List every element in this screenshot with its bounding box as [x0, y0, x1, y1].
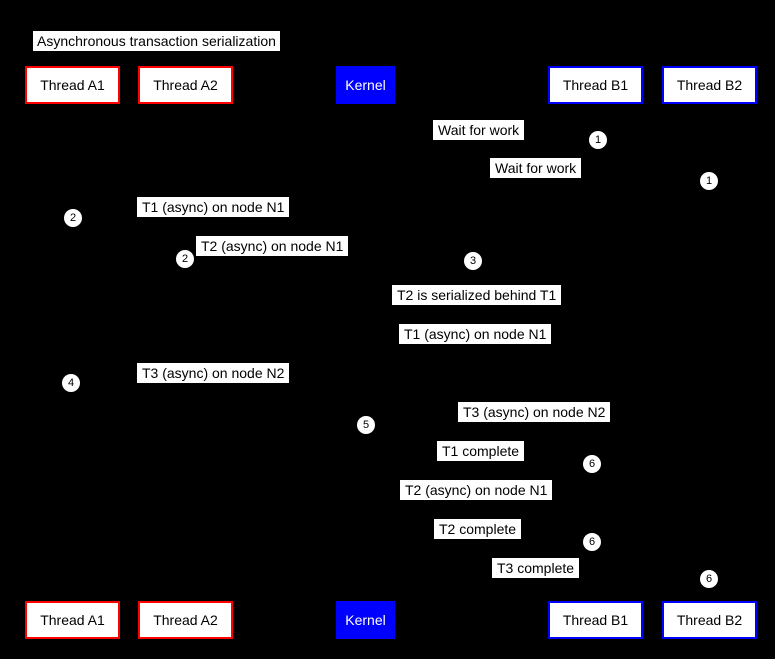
- participant-kernel-bottom: Kernel: [336, 601, 395, 639]
- step-marker-4: 4: [62, 374, 80, 392]
- step-marker-3: 3: [464, 252, 482, 270]
- participant-thread-a1-bottom: Thread A1: [25, 601, 120, 639]
- message-wait-for-work-b1: Wait for work: [433, 120, 525, 140]
- step-marker-6-t2: 6: [583, 533, 601, 551]
- participant-thread-b1-bottom: Thread B1: [548, 601, 643, 639]
- message-t3-async-node-n2-kernel: T3 (async) on node N2: [458, 402, 611, 422]
- step-marker-6-t1: 6: [583, 455, 601, 473]
- message-t2-async-node-n1: T2 (async) on node N1: [196, 236, 349, 256]
- message-t2-complete: T2 complete: [434, 519, 522, 539]
- participant-thread-a2-bottom: Thread A2: [138, 601, 233, 639]
- message-t2-serialized-behind-t1: T2 is serialized behind T1: [392, 285, 562, 305]
- step-marker-2-thread-a2: 2: [176, 250, 194, 268]
- participant-thread-a2-top: Thread A2: [138, 66, 233, 104]
- message-t2-async-node-n1-kernel: T2 (async) on node N1: [400, 480, 553, 500]
- step-marker-1-thread-b2: 1: [700, 172, 718, 190]
- participant-thread-b2-bottom: Thread B2: [662, 601, 757, 639]
- step-marker-1-thread-b1: 1: [589, 131, 607, 149]
- message-t3-async-node-n2: T3 (async) on node N2: [137, 363, 290, 383]
- participant-thread-a1-top: Thread A1: [25, 66, 120, 104]
- message-t1-async-node-n1: T1 (async) on node N1: [137, 197, 290, 217]
- message-t3-complete: T3 complete: [492, 558, 580, 578]
- diagram-title: Asynchronous transaction serialization: [33, 31, 280, 51]
- participant-thread-b1-top: Thread B1: [548, 66, 643, 104]
- step-marker-2-thread-a1: 2: [64, 209, 82, 227]
- participant-thread-b2-top: Thread B2: [662, 66, 757, 104]
- message-t1-async-node-n1-kernel: T1 (async) on node N1: [399, 324, 552, 344]
- participant-kernel-top: Kernel: [336, 66, 395, 104]
- message-t1-complete: T1 complete: [437, 441, 525, 461]
- step-marker-5: 5: [357, 416, 375, 434]
- step-marker-6-t3: 6: [700, 570, 718, 588]
- message-wait-for-work-b2: Wait for work: [490, 158, 582, 178]
